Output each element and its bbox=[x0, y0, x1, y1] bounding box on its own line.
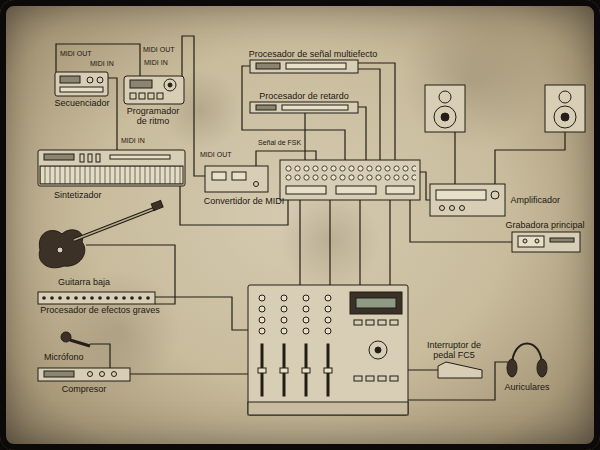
device-node: Guitarra baja bbox=[36, 203, 162, 289]
device-node: Compresor bbox=[36, 366, 132, 396]
cable bbox=[96, 344, 110, 366]
midi-converter bbox=[205, 166, 268, 192]
devices bbox=[38, 60, 585, 415]
delay-rack bbox=[250, 102, 358, 113]
device-node: Procesador de efectos graves bbox=[36, 291, 164, 317]
signal-label: Señal de FSK bbox=[258, 139, 301, 147]
output-wires bbox=[410, 172, 512, 242]
multi-effect-rack bbox=[250, 60, 358, 73]
cable bbox=[114, 78, 117, 148]
device-label: Procesador de efectos graves bbox=[40, 305, 160, 315]
amplifier bbox=[430, 184, 505, 216]
device-node: Grabadora principal bbox=[500, 218, 590, 254]
synthesizer bbox=[38, 150, 185, 186]
compressor-rack bbox=[38, 368, 130, 381]
device-label: Procesador de señal multiefecto bbox=[249, 49, 378, 59]
sequencer bbox=[55, 72, 108, 96]
device-label: Grabadora principal bbox=[505, 220, 584, 230]
speaker-right bbox=[545, 85, 585, 132]
device-label: Convertidor de MIDI bbox=[204, 196, 285, 206]
device-node: Sintetizador bbox=[36, 148, 186, 202]
device-node: Programador de ritmo bbox=[120, 72, 186, 128]
cable bbox=[182, 36, 198, 176]
cable-stub bbox=[56, 70, 205, 368]
device-node: Amplificador bbox=[428, 182, 564, 218]
patch-bay bbox=[280, 160, 420, 200]
signal-label: MIDI IN bbox=[121, 137, 145, 145]
device-node: Convertidor de MIDI bbox=[198, 162, 290, 208]
cable bbox=[162, 245, 175, 304]
speaker-wires bbox=[455, 132, 565, 184]
signal-label: MIDI IN bbox=[144, 59, 168, 67]
device-node: Secuenciador bbox=[50, 70, 114, 110]
bass-guitar bbox=[39, 200, 163, 267]
device-label: Secuenciador bbox=[54, 98, 109, 108]
signal-label: MIDI OUT bbox=[60, 50, 92, 58]
rhythm-programmer bbox=[124, 76, 184, 104]
speaker-left bbox=[425, 85, 465, 132]
device-node: Auriculares bbox=[500, 340, 554, 394]
foot-pedal bbox=[438, 362, 482, 378]
device-node: Procesador de señal multiefecto bbox=[238, 47, 388, 75]
effect-wires bbox=[242, 63, 395, 160]
cable bbox=[56, 44, 140, 72]
signal-label: MIDI OUT bbox=[200, 151, 232, 159]
signal-label: MIDI IN bbox=[90, 60, 114, 68]
mixer-wires bbox=[300, 200, 390, 285]
device-label: Amplificador bbox=[510, 195, 560, 205]
master-recorder bbox=[512, 232, 580, 252]
device-label: Auriculares bbox=[504, 382, 549, 392]
signal-label: MIDI OUT bbox=[143, 46, 175, 54]
device-node: Interruptor de pedal FC5 bbox=[419, 338, 489, 380]
device-label: Micrófono bbox=[44, 352, 84, 362]
device-label: Sintetizador bbox=[54, 190, 102, 200]
device-label: Procesador de retardo bbox=[259, 91, 349, 101]
device-label: Programador de ritmo bbox=[124, 106, 182, 126]
device-label: Compresor bbox=[62, 384, 107, 394]
mixer bbox=[248, 285, 408, 415]
device-node: Procesador de retardo bbox=[250, 89, 358, 114]
device-label: Interruptor de pedal FC5 bbox=[422, 340, 486, 360]
bass-effects-rack bbox=[38, 292, 155, 304]
device-label: Guitarra baja bbox=[58, 277, 110, 287]
microphone bbox=[61, 332, 90, 346]
headphones bbox=[507, 344, 547, 378]
device-node: Micrófono bbox=[40, 326, 96, 364]
